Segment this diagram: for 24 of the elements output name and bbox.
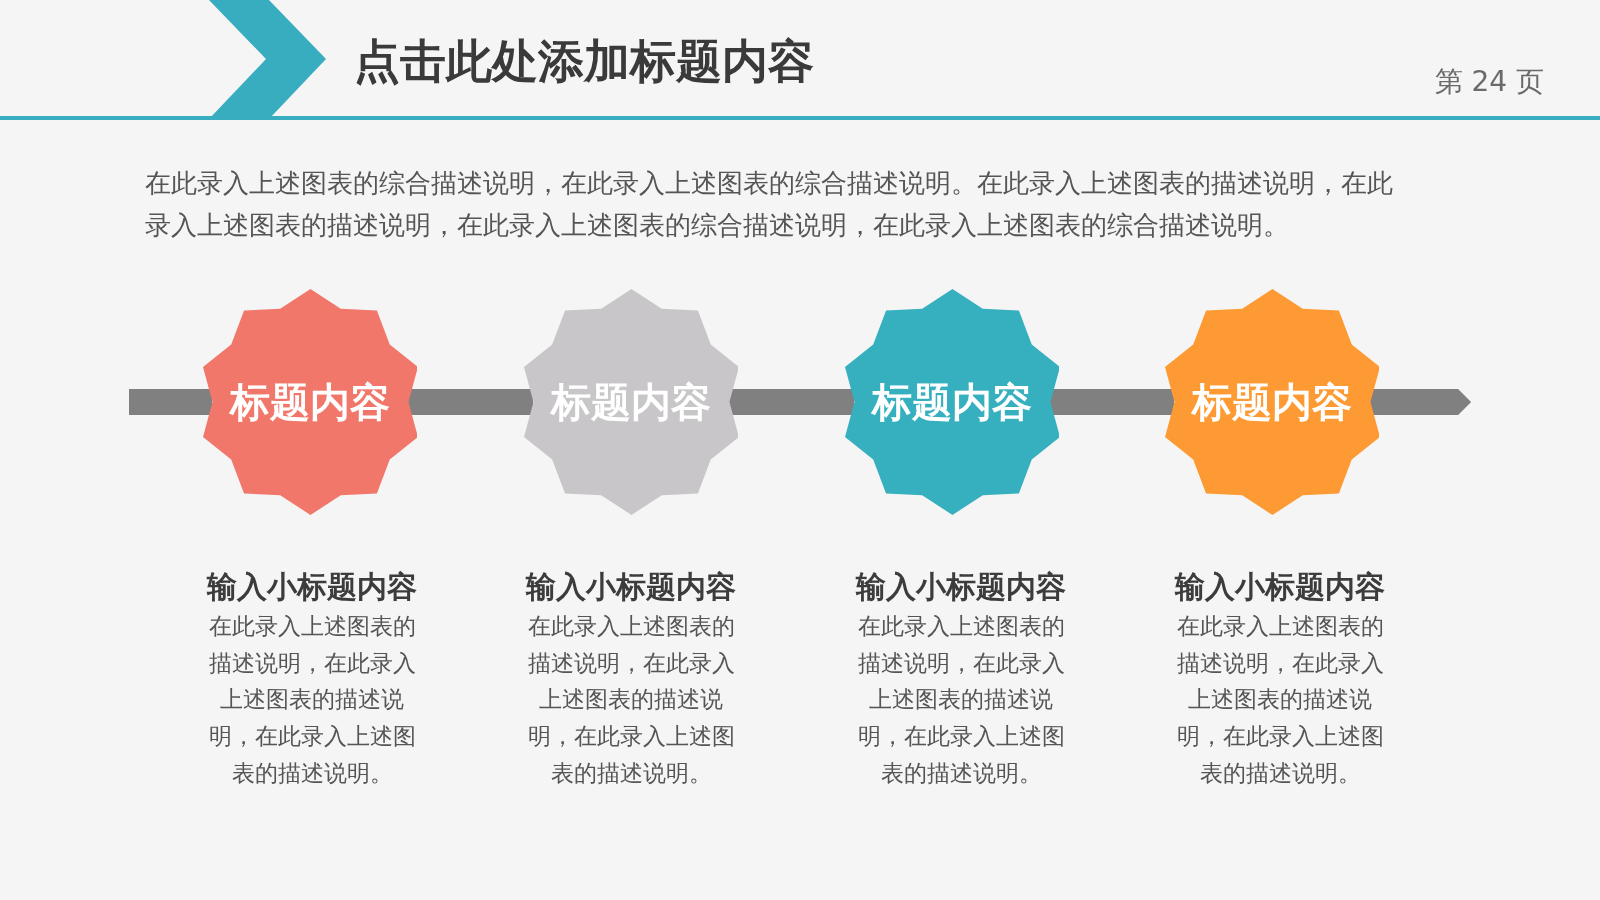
subheading: 输入小标题内容	[207, 569, 417, 606]
description-text: 在此录入上述图表的描述说明，在此录入上述图表的描述说明，在此录入上述图表的描述说明。	[856, 612, 1066, 788]
timeline-bar	[729, 389, 854, 415]
starburst-shape	[1164, 289, 1380, 515]
subheading: 输入小标题内容	[1175, 569, 1385, 606]
description-text: 在此录入上述图表的综合描述说明，在此录入上述图表的综合描述说明。在此录入上述图表的描述说明，在此录入上述图表的描述说明，在此录入上述图表的综合描述说明，在此录入上述图表的综合描述说明。	[145, 167, 1394, 242]
star-label: 标题内容	[230, 378, 390, 426]
star-label: 标题内容	[872, 378, 1032, 426]
description-text: 在此录入上述图表的描述说明，在此录入上述图表的描述说明，在此录入上述图表的描述说明。	[207, 612, 417, 788]
timeline-arrow	[1370, 389, 1471, 415]
description-text: 在此录入上述图表的描述说明，在此录入上述图表的描述说明，在此录入上述图表的描述说明。	[1175, 612, 1385, 788]
starburst-shape	[523, 289, 739, 515]
description-text: 在此录入上述图表的描述说明，在此录入上述图表的描述说明，在此录入上述图表的描述说明。	[526, 612, 736, 788]
star-label: 标题内容	[1192, 378, 1352, 426]
starburst-shape	[844, 289, 1060, 515]
page-number: 第 24 页	[1434, 64, 1544, 100]
timeline-bar	[129, 389, 212, 415]
star-label: 标题内容	[551, 378, 711, 426]
timeline-bar	[1050, 389, 1174, 415]
subheading: 输入小标题内容	[526, 569, 736, 606]
subheading: 输入小标题内容	[856, 569, 1066, 606]
starburst-shape	[202, 289, 418, 515]
page-title: 点击此处添加标题内容	[354, 33, 814, 90]
timeline-bar	[408, 389, 533, 415]
